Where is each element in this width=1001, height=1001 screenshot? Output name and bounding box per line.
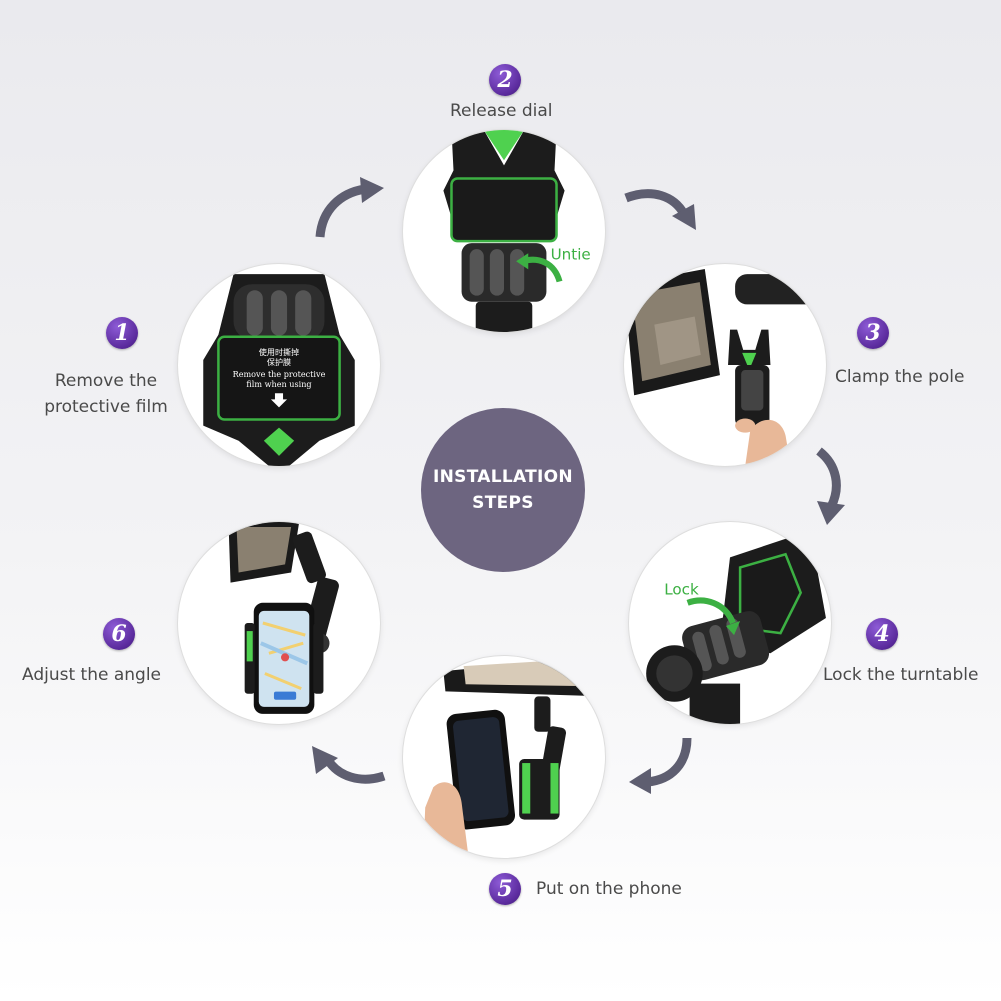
curved-arrow-icon (312, 746, 386, 784)
curved-arrow-icon (624, 189, 696, 230)
center-title-line2: STEPS (472, 493, 534, 513)
step-3-photo (623, 263, 827, 467)
step-2-untie-callout: Untie (551, 245, 591, 263)
step-2-badge: 2 (489, 64, 521, 96)
step-1-label: Remove the protective film (38, 368, 174, 420)
step-4-label: Lock the turntable (823, 665, 979, 685)
step-3-badge: 3 (857, 317, 889, 349)
step-4-badge: 4 (866, 618, 898, 650)
step-1-badge: 1 (106, 317, 138, 349)
center-title: INSTALLATION STEPS (428, 464, 578, 516)
step-1-label-line2: protective film (44, 397, 168, 417)
step-6-photo (177, 521, 381, 725)
step-6-label: Adjust the angle (22, 665, 162, 685)
step-5-photo (402, 655, 606, 859)
curved-arrow-icon (315, 177, 384, 238)
step-4-photo: Lock (628, 521, 832, 725)
step-1-film-text-en2: film when using (246, 379, 311, 389)
step-1-film-text-cn2: 保护膜 (267, 357, 291, 367)
center-circle: INSTALLATION STEPS (421, 408, 585, 572)
step-6-badge: 6 (103, 618, 135, 650)
step-1-film-text-en1: Remove the protective (233, 369, 326, 379)
step-4-lock-callout: Lock (664, 581, 699, 599)
curved-arrow-icon (816, 447, 845, 525)
step-1-label-line1: Remove the (54, 371, 158, 391)
step-5-badge: 5 (489, 873, 521, 905)
step-2-label: Release dial (450, 101, 553, 121)
step-5-label: Put on the phone (536, 879, 682, 899)
step-3-label: Clamp the pole (835, 367, 965, 387)
step-2-photo: Untie (402, 129, 606, 333)
center-title-line1: INSTALLATION (433, 467, 573, 487)
step-1-film-text-cn1: 使用时撕掉 (259, 347, 299, 357)
step-1-photo: 使用时撕掉 保护膜 Remove the protective film whe… (177, 263, 381, 467)
curved-arrow-icon (629, 737, 692, 794)
